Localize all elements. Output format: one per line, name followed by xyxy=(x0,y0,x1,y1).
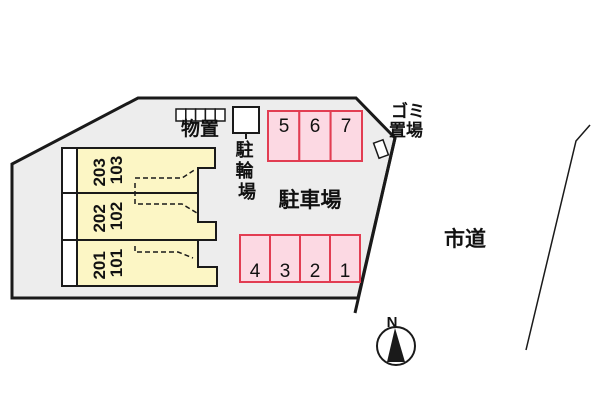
north-label: N xyxy=(387,314,398,331)
storage-area: 物置 xyxy=(175,108,226,140)
bicycle-parking-label: 駐 輪 場 xyxy=(235,139,258,202)
storage-label: 物置 xyxy=(181,117,219,140)
stall-number: 2 xyxy=(310,261,321,282)
unit-label-201-101: 201 101 xyxy=(90,246,126,279)
city-road-label: 市道 xyxy=(444,227,486,251)
stall-number: 6 xyxy=(310,116,321,137)
parking-lot-label: 駐車場 xyxy=(279,188,342,212)
unit-label-203-103: 203 103 xyxy=(90,153,126,186)
building-outline: 203 103 202 102 201 101 xyxy=(61,147,218,287)
bicycle-parking: 駐 輪 場 xyxy=(232,106,260,202)
stall-number: 4 xyxy=(250,261,261,282)
stall-1 xyxy=(329,234,361,283)
parking-row-top: 5 6 7 xyxy=(267,110,364,162)
stall-number: 5 xyxy=(279,116,290,137)
garbage-label: ゴミ 置場 xyxy=(389,101,430,140)
north-compass: N xyxy=(376,314,416,366)
garbage-area: ゴミ 置場 xyxy=(372,101,430,160)
stall-2 xyxy=(299,234,331,283)
building-corridor-strip xyxy=(61,147,78,287)
stall-number: 3 xyxy=(280,261,291,282)
dashed-lines xyxy=(134,168,198,259)
road-edge-line xyxy=(525,124,591,351)
parking-row-bottom: 4 3 2 1 xyxy=(239,234,361,283)
garbage-box xyxy=(372,138,390,160)
stall-number: 1 xyxy=(340,261,351,282)
stall-number: 7 xyxy=(341,116,352,137)
stall-6 xyxy=(298,110,332,162)
north-needle xyxy=(387,328,405,362)
stall-7 xyxy=(329,110,364,162)
unit-label-202-102: 202 102 xyxy=(90,199,126,232)
